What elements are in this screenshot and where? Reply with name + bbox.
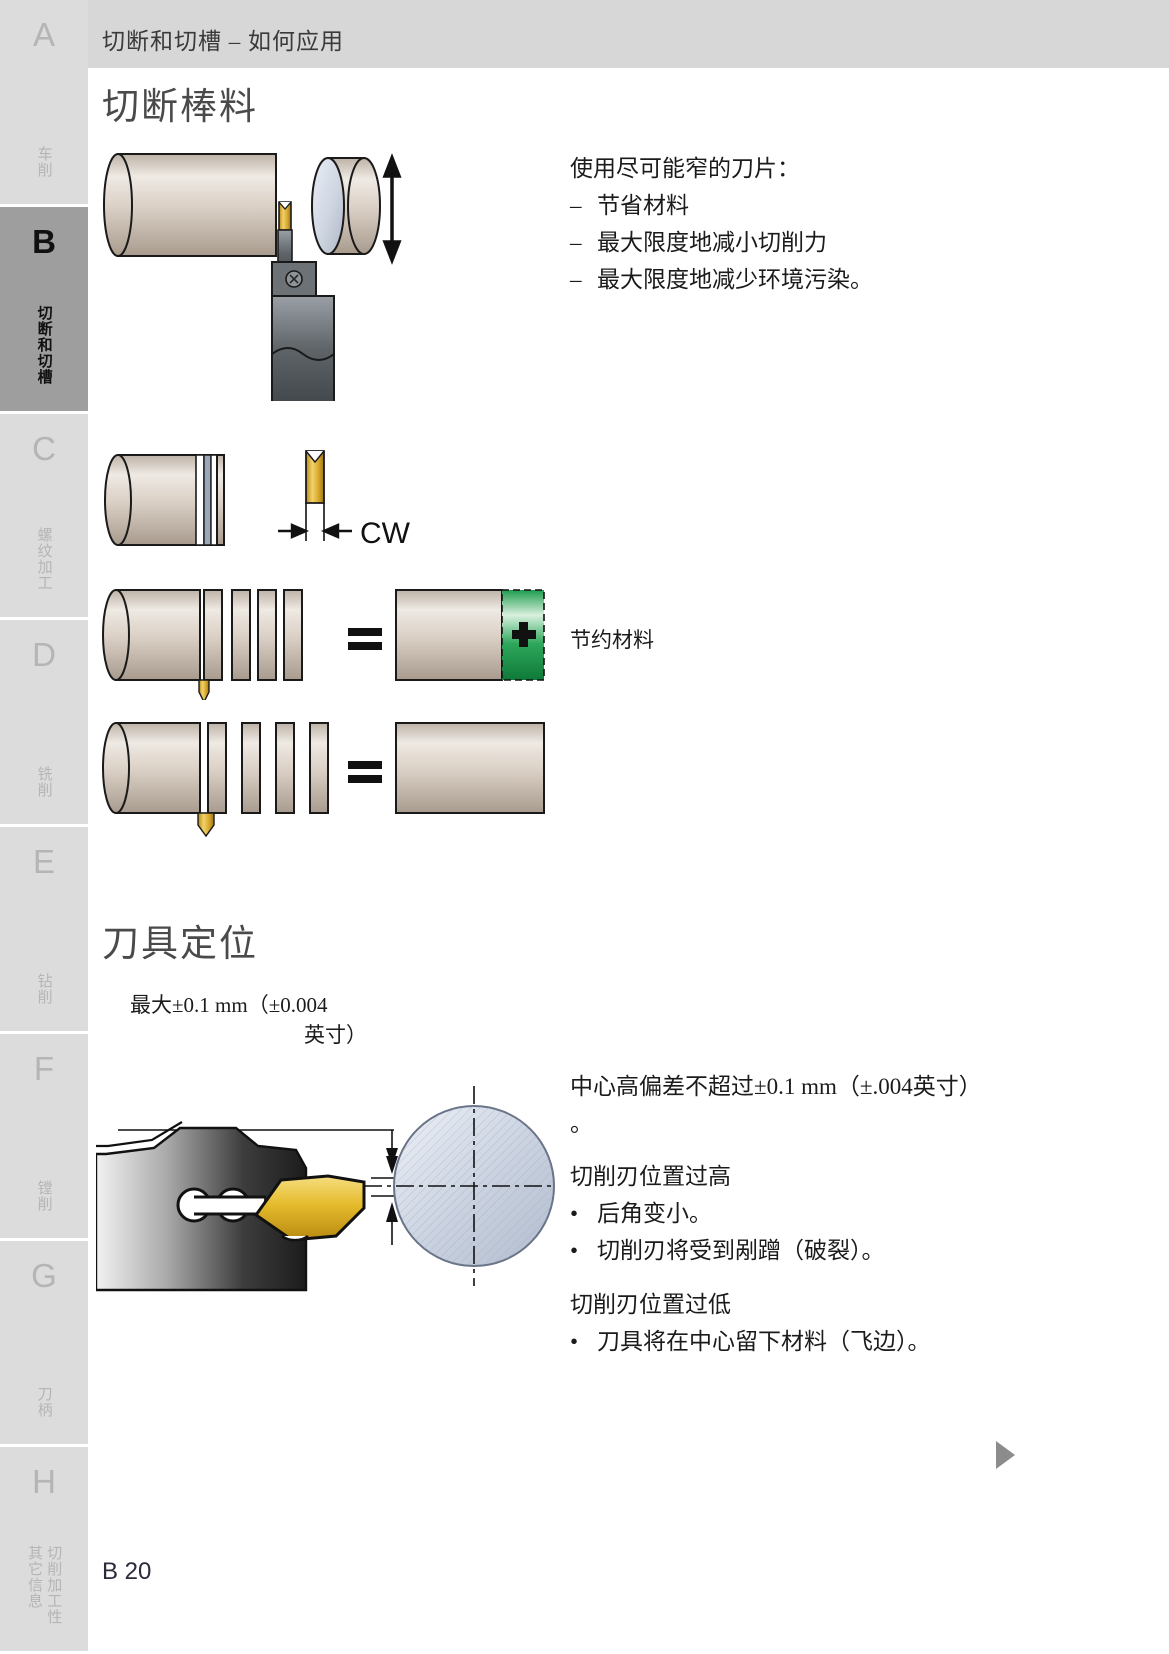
list-item-label: 节省材料: [597, 193, 689, 218]
sidebar-tab-h[interactable]: H 切削加工性其它信息: [0, 1447, 88, 1654]
list-item-label: 后角变小。: [597, 1201, 712, 1226]
centre-height-paragraph: 中心高偏差不超过±0.1 mm（±.004英寸） 。: [570, 1074, 982, 1136]
sidebar-tab-label: 刀柄: [35, 1386, 53, 1419]
bullet-marker: •: [570, 1201, 579, 1226]
dimension-callout-line1: 最大±0.1 mm（±0.004: [130, 993, 328, 1017]
dash-marker: –: [570, 267, 582, 292]
list-item: –最大限度地减小切削力: [570, 224, 873, 261]
edge-too-low-list: • 刀具将在中心留下材料（飞边）。: [570, 1323, 931, 1360]
sidebar-tab-letter: A: [32, 16, 55, 53]
list-item: –最大限度地减少环境污染。: [570, 261, 873, 298]
sidebar-tab-g[interactable]: G 刀柄: [0, 1240, 88, 1448]
next-page-arrow-icon[interactable]: [994, 1440, 1016, 1470]
list-item-label: 最大限度地减少环境污染。: [597, 267, 873, 292]
figure-parting-off-bar: [103, 153, 402, 401]
edge-too-high-list: • 后角变小。 • 切削刃将受到剐蹭（破裂）。: [570, 1195, 885, 1269]
benefit-list: –节省材料 –最大限度地减小切削力 –最大限度地减少环境污染。: [570, 187, 873, 298]
sidebar-tab-f[interactable]: F 镗削: [0, 1033, 88, 1241]
dimension-callout-line2: 英寸）: [304, 1023, 367, 1047]
sidebar-tab-label: 切断和切槽: [35, 304, 53, 385]
list-item: –节省材料: [570, 187, 873, 224]
sidebar-tab-letter: G: [31, 1256, 57, 1294]
sidebar-tab-label: 铣削: [35, 766, 53, 798]
sidebar-tab-d[interactable]: D 铣削: [0, 620, 88, 827]
dash-marker: –: [570, 193, 582, 218]
figure-material-saving-narrow: [102, 589, 545, 700]
sidebar-tab-label: 车削: [35, 145, 53, 178]
sidebar-tab-letter: H: [32, 1463, 56, 1501]
list-item-label: 最大限度地减小切削力: [597, 230, 827, 255]
breadcrumb: 切断和切槽 – 如何应用: [102, 29, 344, 54]
material-saving-caption: 节约材料: [570, 628, 654, 652]
page-content: 切断棒料: [88, 68, 1169, 1654]
page-number: B 20: [102, 1558, 152, 1585]
sidebar-tab-label: 钻削: [35, 972, 53, 1005]
sidebar-tab-c[interactable]: C 螺纹加工: [0, 413, 88, 621]
list-item-label: 切削刃将受到剐蹭（破裂）。: [597, 1238, 885, 1263]
figure-centre-height: [96, 1086, 556, 1292]
sidebar-tab-b[interactable]: B 切断和切槽: [0, 206, 88, 414]
page-header: 切断和切槽 – 如何应用: [88, 0, 1169, 68]
sidebar-tab-rail: A 车削 B 切断和切槽 C 螺纹加工 D 铣削 E 钻削 F 镗削 G 刀柄 H 切削加工性其它信息: [0, 0, 88, 1654]
list-item-label: 刀具将在中心留下材料（飞边）。: [597, 1329, 931, 1354]
bullet-marker: •: [570, 1238, 579, 1263]
cw-label: CW: [360, 517, 411, 550]
intro-text-narrow-insert: 使用尽可能窄的刀片：: [570, 156, 800, 181]
sidebar-tab-letter: E: [32, 843, 55, 880]
subhead-edge-too-low: 切削刃位置过低: [570, 1292, 731, 1317]
bullet-marker: •: [570, 1329, 579, 1354]
figure-material-saving-wide: [102, 722, 545, 838]
list-item: • 刀具将在中心留下材料（飞边）。: [570, 1323, 931, 1360]
sidebar-tab-e[interactable]: E 钻削: [0, 827, 88, 1034]
sidebar-tab-letter: F: [33, 1049, 55, 1087]
sidebar-tab-label-secondary: 其它信息: [26, 1545, 43, 1609]
sidebar-tab-label: 螺纹加工: [35, 527, 53, 592]
dash-marker: –: [570, 230, 582, 255]
sidebar-tab-letter: B: [32, 222, 56, 260]
section-title-tool-positioning: 刀具定位: [102, 923, 258, 964]
figure-insert-width-cw: CW: [104, 450, 411, 550]
section-title-cutting-off: 切断棒料: [102, 86, 258, 127]
sidebar-tab-letter: D: [32, 636, 56, 674]
sidebar-tab-label: 镗削: [35, 1179, 53, 1212]
list-item: • 后角变小。: [570, 1195, 885, 1232]
subhead-edge-too-high: 切削刃位置过高: [570, 1164, 731, 1189]
sidebar-tab-letter: C: [32, 429, 56, 467]
sidebar-tab-a[interactable]: A 车削: [0, 0, 88, 207]
list-item: • 切削刃将受到剐蹭（破裂）。: [570, 1232, 885, 1269]
sidebar-tab-label: 切削加工性: [45, 1545, 63, 1625]
